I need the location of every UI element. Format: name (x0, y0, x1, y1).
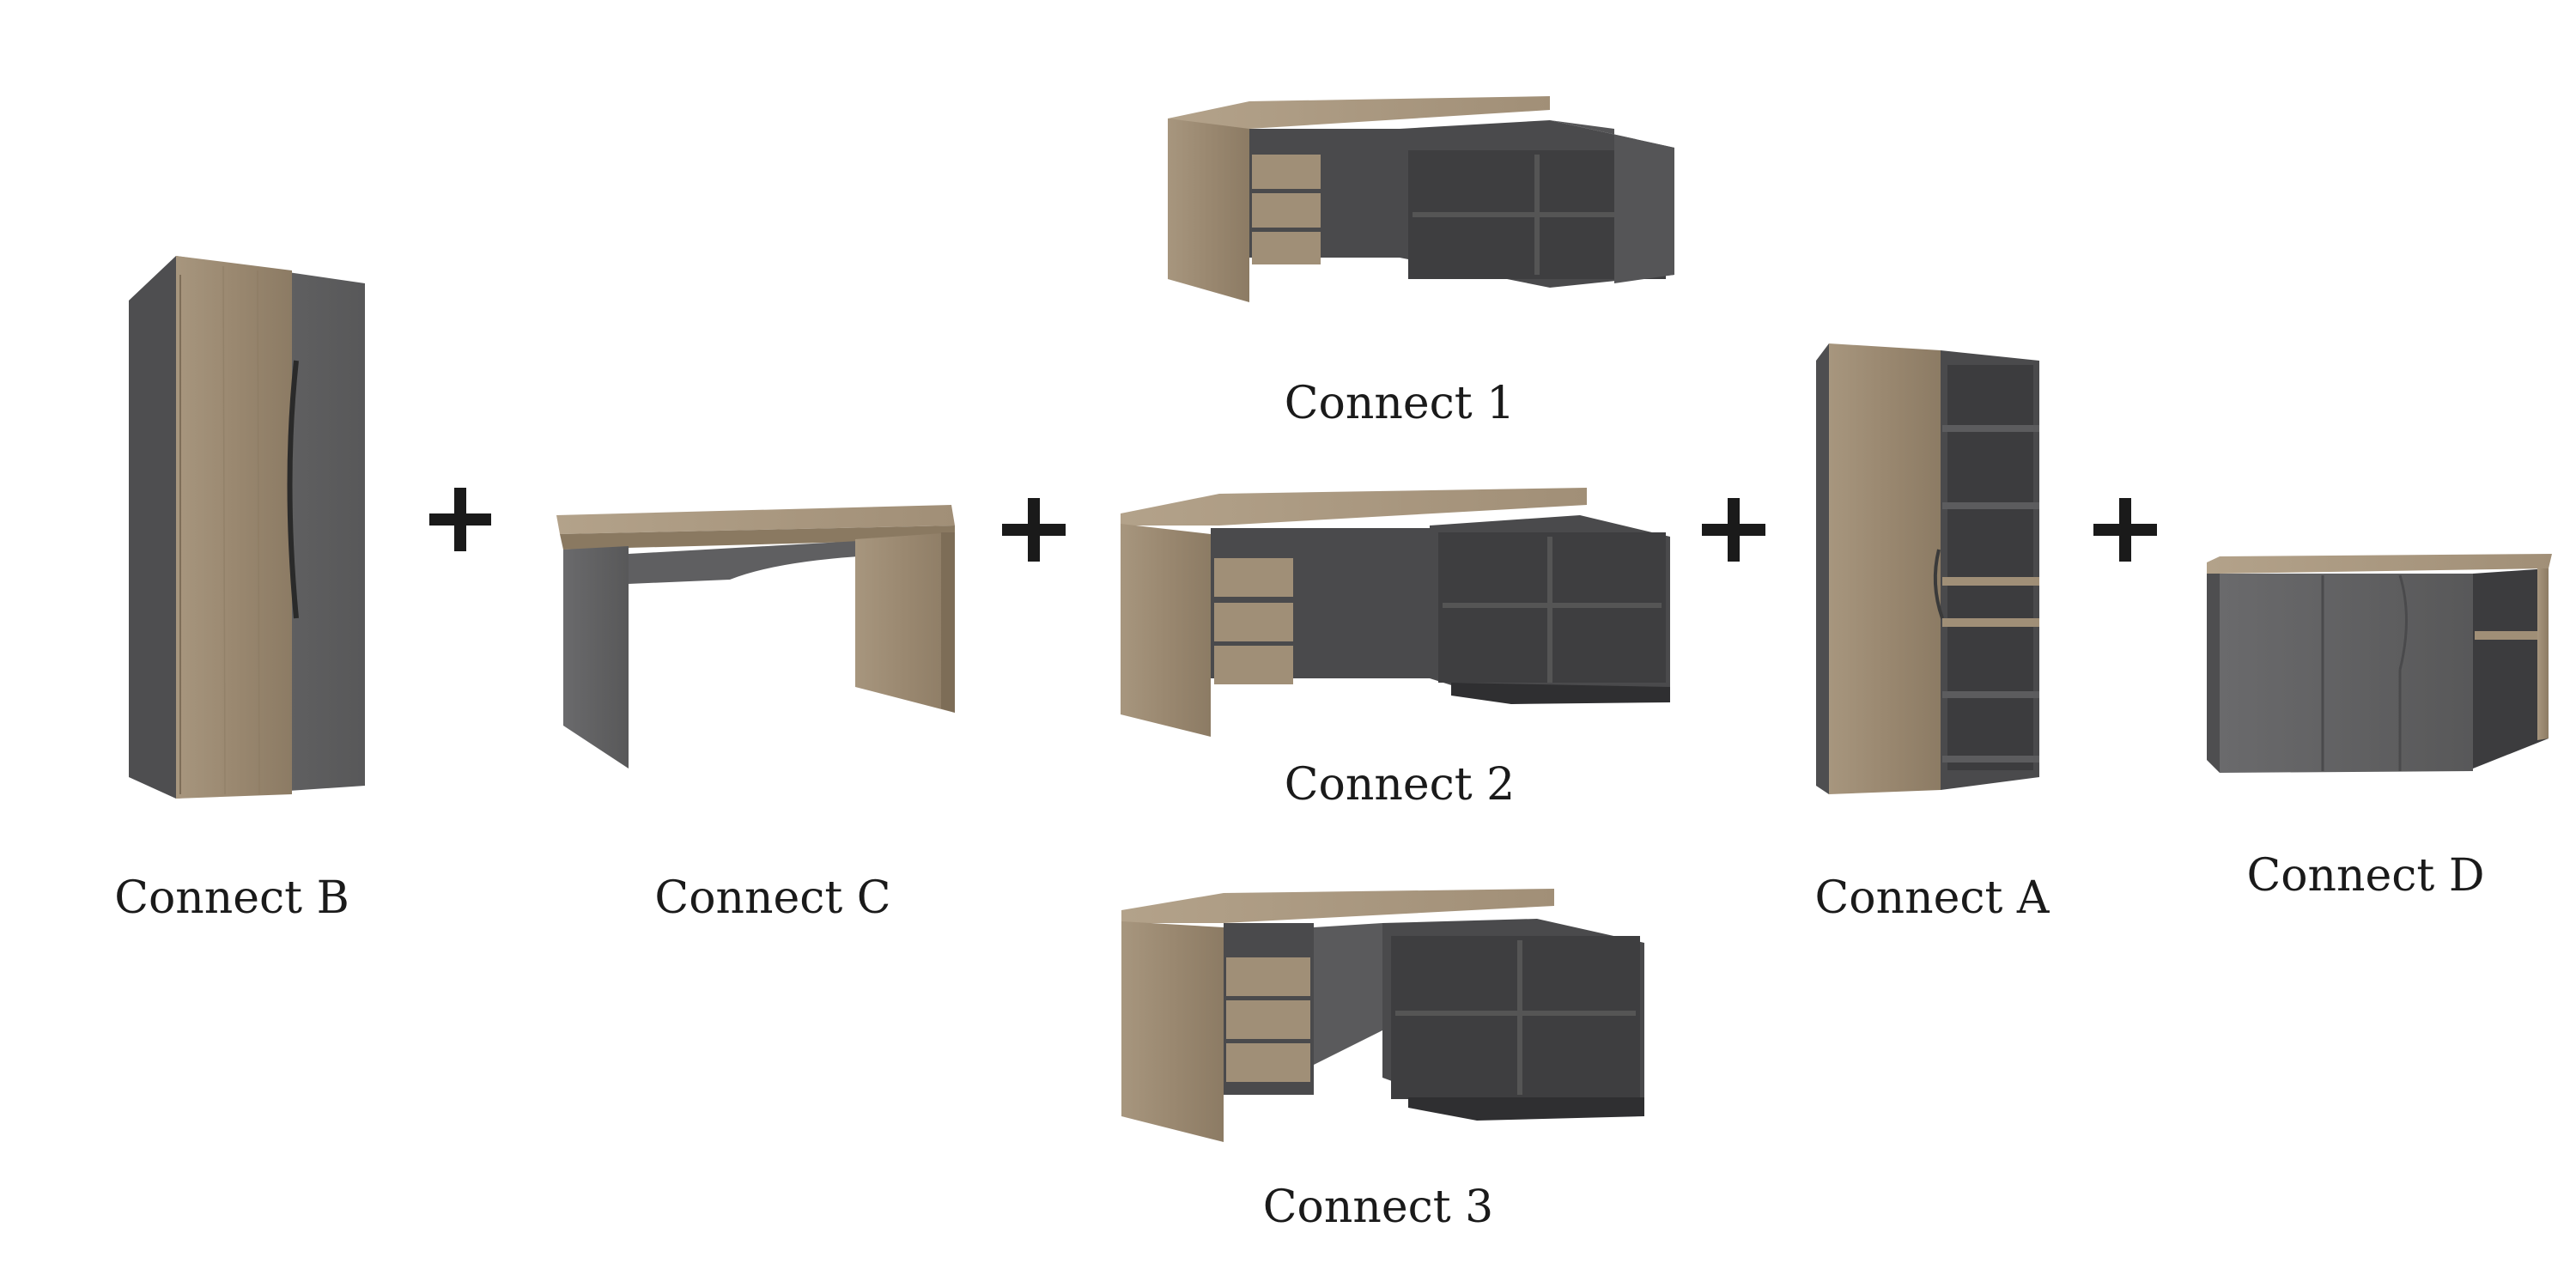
plus-icon (2093, 498, 2157, 562)
connect-1-corner-desk (1168, 96, 1674, 302)
connect-c-label: Connect C (654, 872, 891, 924)
connect-b-label: Connect B (114, 872, 349, 924)
connect-a-bookcase (1816, 343, 2039, 794)
connect-2-label: Connect 2 (1284, 759, 1516, 811)
plus-icon (429, 488, 491, 551)
connect-d-label: Connect D (2246, 850, 2485, 902)
connect-b-wardrobe (129, 256, 365, 799)
connect-c-desk (556, 505, 955, 769)
connect-3-corner-desk (1121, 889, 1644, 1142)
connect-1-label: Connect 1 (1284, 378, 1516, 429)
plus-icon (1702, 498, 1765, 562)
connect-a-label: Connect A (1814, 872, 2050, 924)
connect-3-label: Connect 3 (1262, 1182, 1494, 1233)
plus-icon (1002, 498, 1066, 562)
connect-2-corner-desk (1121, 488, 1670, 737)
connect-d-sideboard (2207, 554, 2552, 773)
